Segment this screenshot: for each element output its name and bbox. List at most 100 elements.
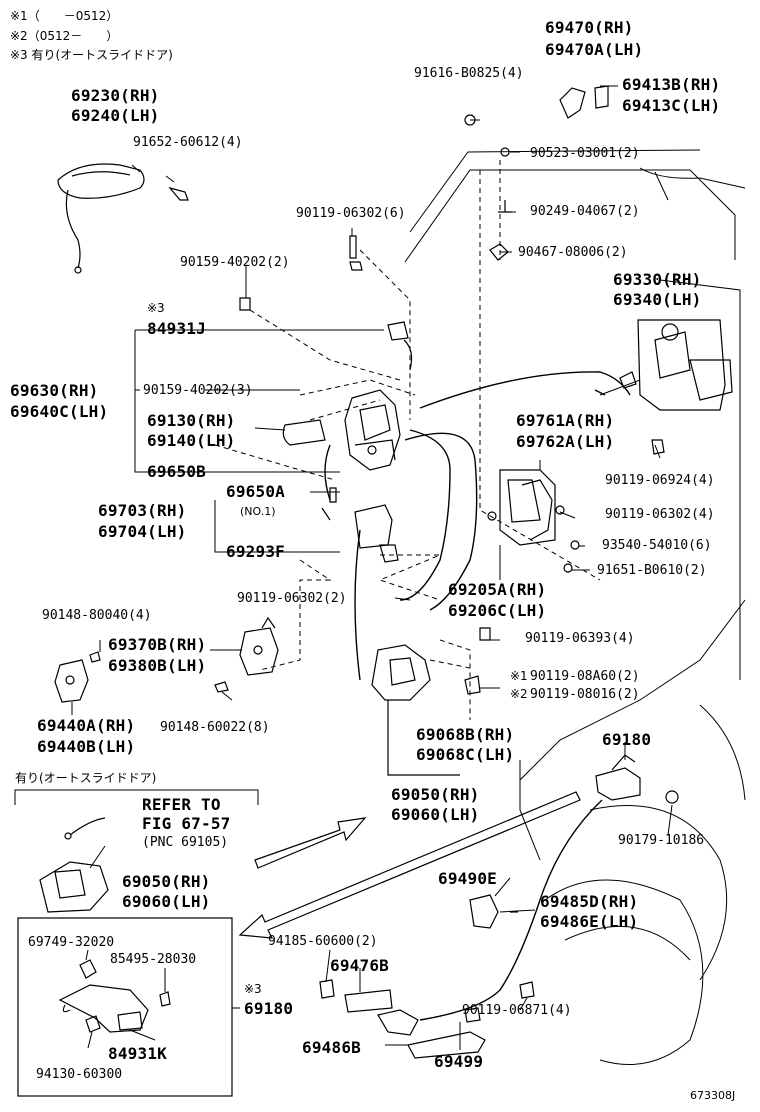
label-69330: 69330(RH) [613, 270, 702, 289]
inset-box [17, 917, 233, 1097]
label-69761a: 69761A(RH) [516, 411, 615, 430]
label-90119-6: 90119-06302(6) [296, 206, 406, 221]
label-69490e: 69490E [438, 869, 497, 888]
label-90148-80040: 90148-80040(4) [42, 608, 152, 623]
label-90159-3: 90159-40202(3) [143, 383, 253, 398]
label-69476b: 69476B [330, 956, 389, 975]
connector-84931J [387, 321, 413, 371]
label-90119-06393: 90119-06393(4) [525, 631, 635, 646]
cables [324, 371, 631, 1021]
label-69640c: 69640C(LH) [10, 402, 109, 421]
label-84931J: 84931J [147, 319, 206, 338]
label-69050-bottom: 69050(RH) [122, 872, 211, 891]
lock-assembly [282, 389, 401, 521]
label-90179: 90179-10186 [618, 833, 705, 848]
label-90119-08a60: 90119-08A60(2) [530, 669, 640, 684]
label-69340: 69340(LH) [613, 290, 702, 309]
label-69486b: 69486B [302, 1038, 361, 1057]
hinge-69370B [54, 616, 279, 703]
label-84931k: 84931K [108, 1044, 167, 1063]
refer-text: REFER TO [142, 795, 221, 814]
label-91651: 91651-B0610(2) [597, 563, 707, 578]
label-69470a: 69470A(LH) [545, 40, 644, 59]
label-69630: 69630(RH) [10, 381, 99, 400]
label-69485d: 69485D(RH) [540, 892, 639, 911]
label-69068c: 69068C(LH) [416, 745, 515, 764]
label-94130: 94130-60300 [36, 1067, 123, 1082]
note-star2: ※2 [510, 687, 528, 701]
label-90119-06302-4: 90119-06302(4) [605, 507, 715, 522]
label-69703: 69703(RH) [98, 501, 187, 520]
label-69180-b: 69180 [244, 999, 294, 1018]
label-69050-top: 69050(RH) [391, 785, 480, 804]
label-94185: 94185-60600(2) [268, 934, 378, 949]
label-90467: 90467-08006(2) [518, 245, 628, 260]
note-1: ※1（ －0512） [10, 9, 119, 23]
label-90119-06302-2: 90119-06302(2) [237, 591, 347, 606]
outside-handle-69230 [57, 163, 189, 274]
label-69413c: 69413C(LH) [622, 96, 721, 115]
label-69650b: 69650B [147, 462, 206, 481]
label-69380b: 69380B(LH) [108, 656, 207, 675]
label-69370b: 69370B(RH) [108, 635, 207, 654]
label-69205a: 69205A(RH) [448, 580, 547, 599]
note-3: ※3 有り(オートスライドドア) [10, 48, 173, 62]
label-69060-top: 69060(LH) [391, 805, 480, 824]
label-69413b: 69413B(RH) [622, 75, 721, 94]
label-69470: 69470(RH) [545, 18, 634, 37]
label-69293f: 69293F [226, 542, 285, 561]
label-90249: 90249-04067(2) [530, 204, 640, 219]
dashed-leader-lines [214, 160, 601, 720]
label-69230: 69230(RH) [71, 86, 160, 105]
handle-69485D [469, 894, 518, 929]
lock-69068B [371, 627, 491, 776]
note-star3: ※3 [147, 301, 165, 315]
label-93540: 93540-54010(6) [602, 538, 712, 553]
label-69704: 69704(LH) [98, 522, 187, 541]
label-69440a: 69440A(RH) [37, 716, 136, 735]
label-69240: 69240(LH) [71, 106, 160, 125]
diagram-code: 673308J [690, 1089, 736, 1102]
lock-69703 [354, 504, 399, 563]
label-90119-06924: 90119-06924(4) [605, 473, 715, 488]
label-69140: 69140(LH) [147, 431, 236, 450]
label-69749: 69749-32020 [28, 935, 115, 950]
slide-motor-69330 [619, 319, 733, 455]
label-69060-bottom: 69060(LH) [122, 892, 211, 911]
refer-bracket [14, 789, 259, 805]
note-ari: 有り(オートスライドドア) [15, 771, 157, 785]
lock-69180 [595, 754, 679, 804]
label-no1: (NO.1) [240, 505, 276, 518]
inside-handle-69205A [487, 469, 580, 573]
label-91616: 91616-B0825(4) [414, 66, 524, 81]
label-91652: 91652-60612(4) [133, 135, 243, 150]
label-69650a: 69650A [226, 482, 285, 501]
latch-69050 [39, 817, 109, 913]
pnc-text: (PNC 69105) [142, 835, 229, 850]
label-69206c: 69206C(LH) [448, 601, 547, 620]
label-69180: 69180 [602, 730, 652, 749]
label-69762a: 69762A(LH) [516, 432, 615, 451]
fig-text: FIG 67-57 [142, 814, 231, 833]
hinge-69470 [464, 85, 609, 126]
label-90119-06871: 90119-06871(4) [462, 1003, 572, 1018]
door-body-outline [404, 149, 746, 1065]
label-69068b: 69068B(RH) [416, 725, 515, 744]
label-69130: 69130(RH) [147, 411, 236, 430]
note-2: ※2（0512－ ） [10, 29, 119, 43]
arrows [238, 791, 581, 939]
label-69486e: 69486E(LH) [540, 912, 639, 931]
label-85495: 85495-28030 [110, 952, 197, 967]
note-star3-b: ※3 [244, 982, 262, 996]
label-90159-2: 90159-40202(2) [180, 255, 290, 270]
note-star1: ※1 [510, 669, 528, 683]
leader-lines [71, 85, 673, 1050]
label-69499: 69499 [434, 1052, 484, 1071]
label-90119-08016: 90119-08016(2) [530, 687, 640, 702]
label-69440b: 69440B(LH) [37, 737, 136, 756]
label-90148-60022: 90148-60022(8) [160, 720, 270, 735]
label-90523: 90523-03001(2) [530, 146, 640, 161]
bolts-column [239, 147, 512, 311]
